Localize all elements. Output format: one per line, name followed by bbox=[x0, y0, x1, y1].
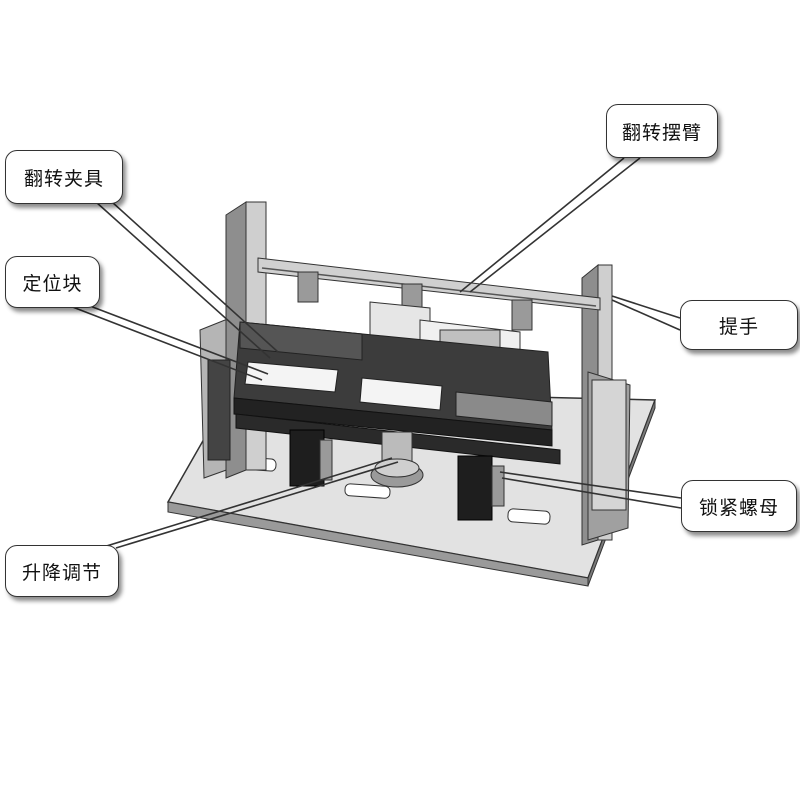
leader-handle-b bbox=[611, 299, 681, 331]
leader-flip-fixture bbox=[95, 201, 271, 359]
support-blocks bbox=[289, 429, 505, 521]
leader-handle bbox=[611, 295, 681, 319]
leader-lift-adjust bbox=[99, 457, 393, 549]
callout-flip-swing-arm: 翻转摆臂 bbox=[606, 104, 718, 158]
leader-locating-block bbox=[69, 305, 263, 381]
callout-handle: 提手 bbox=[680, 300, 798, 350]
callout-lift-adjust: 升降调节 bbox=[5, 545, 119, 597]
callout-lock-nut: 锁紧螺母 bbox=[681, 480, 797, 532]
leader-swing-arm-b bbox=[469, 157, 641, 293]
leader-lines bbox=[69, 157, 682, 549]
flip-fixture-plate bbox=[233, 321, 553, 447]
lift-column bbox=[370, 431, 424, 488]
leader-swing-arm bbox=[459, 157, 625, 293]
callout-flip-fixture: 翻转夹具 bbox=[5, 150, 123, 204]
callout-locating-block: 定位块 bbox=[5, 256, 100, 308]
leader-lock-nut-b bbox=[501, 477, 682, 509]
leader-flip-fixture-b bbox=[111, 201, 279, 353]
leader-lift-adjust-b bbox=[115, 461, 399, 549]
leader-locating-block-b bbox=[89, 305, 269, 375]
leader-lock-nut bbox=[499, 471, 682, 499]
